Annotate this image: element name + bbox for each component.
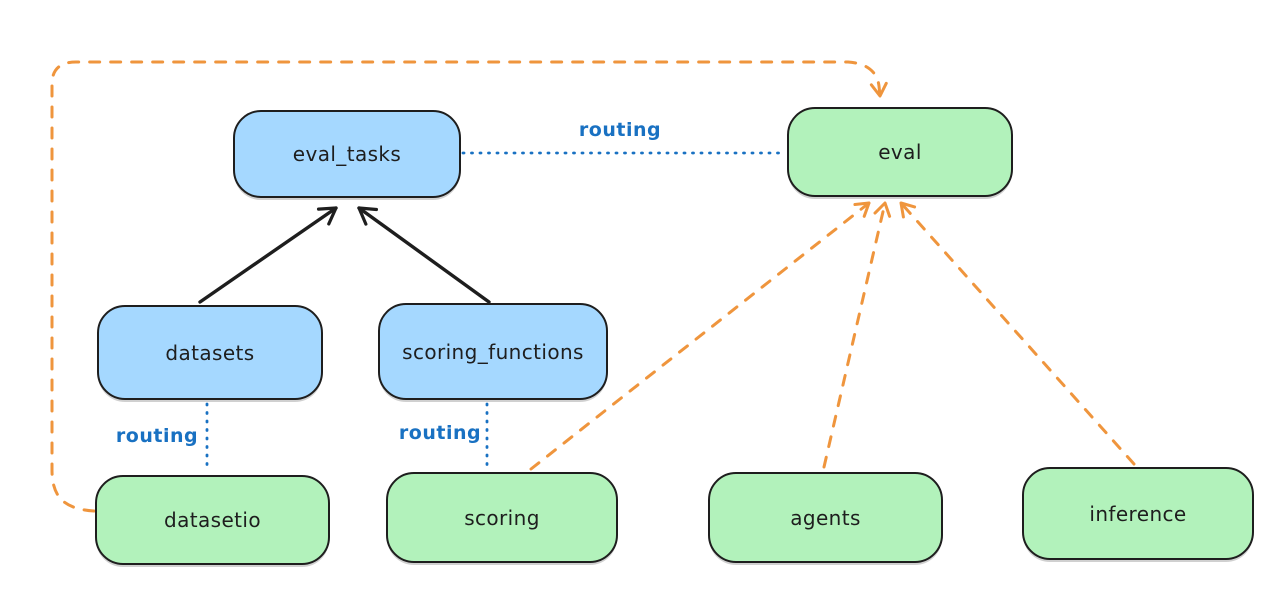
node-agents: agents <box>708 472 943 563</box>
edge-label-routing-mid: routing <box>398 422 482 444</box>
node-label-scoring_functions: scoring_functions <box>402 339 584 364</box>
node-scoring_functions: scoring_functions <box>378 303 608 400</box>
node-label-scoring: scoring <box>464 505 540 530</box>
edge-datasets-to-eval_tasks <box>198 206 338 304</box>
node-datasets: datasets <box>97 305 323 400</box>
node-label-inference: inference <box>1089 501 1187 526</box>
node-datasetio: datasetio <box>95 475 330 565</box>
edge-scoring_functions-to-eval_tasks <box>357 206 491 304</box>
edge-label-routing-left: routing <box>115 425 199 447</box>
node-scoring: scoring <box>386 472 618 563</box>
node-label-datasetio: datasetio <box>163 508 261 532</box>
node-inference: inference <box>1022 467 1254 560</box>
edge-label-routing-top: routing <box>578 119 662 141</box>
node-label-agents: agents <box>790 505 861 530</box>
edge-scoring-to-eval <box>529 201 871 471</box>
edge-datasetio-to-eval <box>50 60 888 513</box>
node-label-eval: eval <box>878 140 922 164</box>
node-eval: eval <box>787 107 1013 197</box>
edge-agents-to-eval <box>822 201 892 469</box>
node-eval_tasks: eval_tasks <box>233 110 461 198</box>
edge-inference-to-eval <box>899 201 1136 466</box>
node-label-datasets: datasets <box>165 340 255 365</box>
node-label-eval_tasks: eval_tasks <box>292 142 402 166</box>
